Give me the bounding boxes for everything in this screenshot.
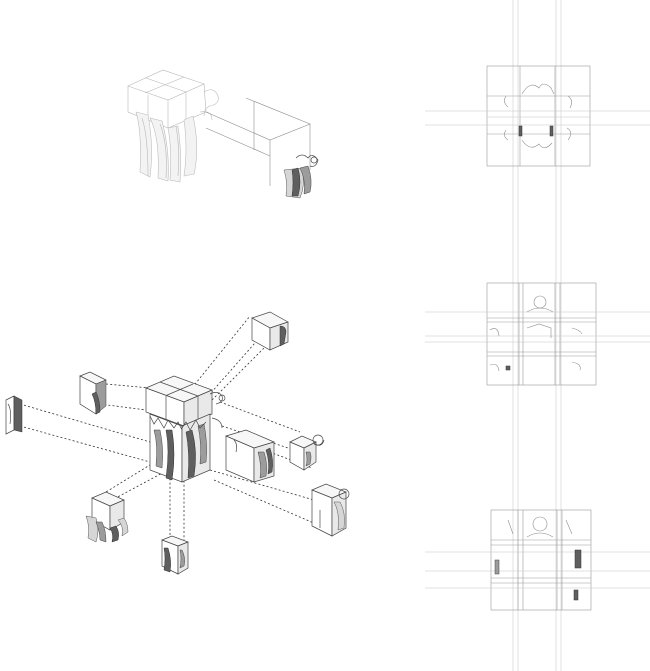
exploded-axonometric <box>5 311 350 575</box>
part-far-right-piece <box>289 434 325 471</box>
part-left-bracket <box>79 371 107 415</box>
assembled-axonometric <box>127 69 319 199</box>
part-bottom-left-piece <box>85 491 129 543</box>
part-far-left-slab <box>5 395 23 435</box>
part-bottom-right-piece <box>311 483 350 537</box>
plan-bottom <box>425 509 650 611</box>
part-right-block <box>224 429 276 483</box>
part-central-capital <box>145 375 226 483</box>
plan-top <box>425 65 650 167</box>
part-top-block <box>251 311 289 351</box>
plan-middle <box>425 282 650 386</box>
part-bottom-center-piece <box>161 535 189 575</box>
